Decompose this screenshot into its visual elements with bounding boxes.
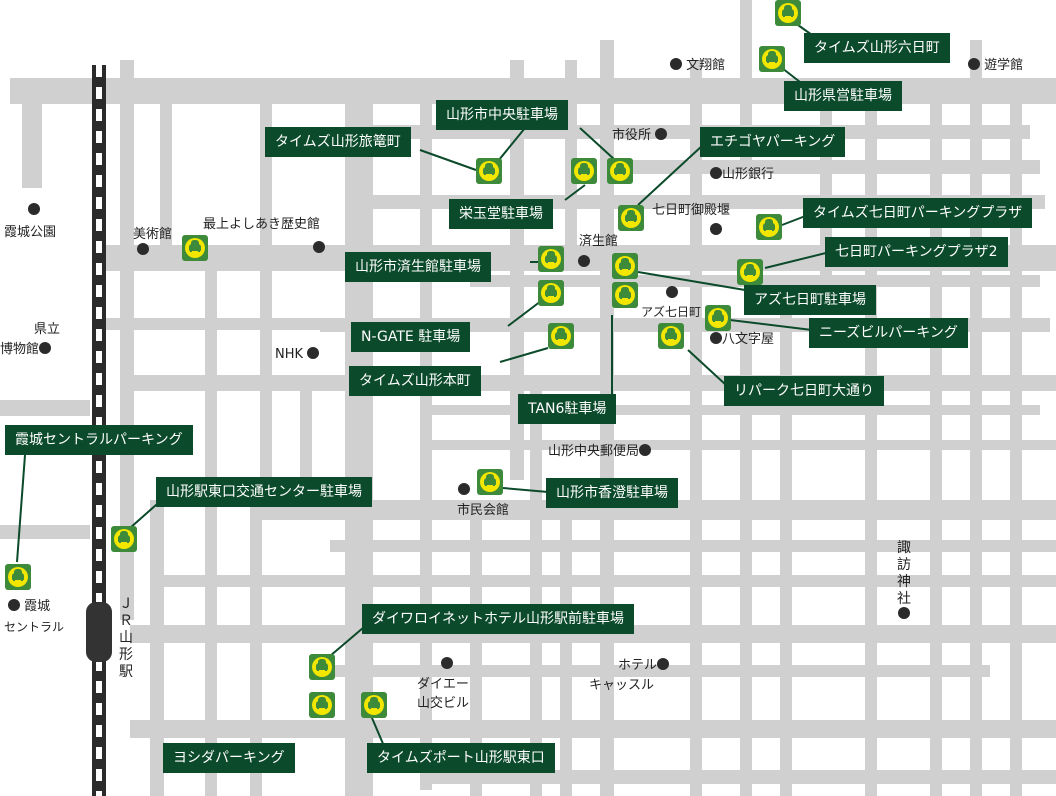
landmark-az-nanokamachi: アズ七日町	[641, 305, 702, 319]
landmark-dot	[28, 203, 40, 215]
parking-label-echigoya[interactable]: エチゴヤパーキング	[700, 127, 846, 157]
parking-label-saiseikan[interactable]: 山形市済生館駐車場	[345, 252, 491, 282]
parking-label-times-nanokamachi-plaza[interactable]: タイムズ七日町パーキングプラザ	[803, 198, 1033, 228]
landmark-dot	[710, 167, 722, 179]
landmark-dot	[39, 342, 52, 354]
parking-label-times-honcho[interactable]: タイムズ山形本町	[349, 366, 481, 396]
landmark-shimin-kaikan-dot	[458, 483, 470, 499]
landmark-dot	[657, 658, 670, 670]
parking-label-times-hatagomachi[interactable]: タイムズ山形旅篭町	[265, 127, 411, 157]
landmark-dot	[898, 607, 910, 619]
parking-icon[interactable]	[477, 469, 503, 495]
parking-label-n-gate[interactable]: N-GATE 駐車場	[351, 322, 471, 352]
parking-label-daiwa-roynet[interactable]: ダイワロイネットホテル山形駅前駐車場	[362, 604, 634, 634]
parking-icon[interactable]	[607, 158, 633, 184]
landmark-dot	[968, 58, 980, 70]
landmark-kajo-koen: 霞城公園	[4, 225, 57, 240]
landmark-dot	[710, 332, 722, 344]
parking-icon[interactable]	[538, 246, 564, 272]
parking-icon[interactable]	[548, 323, 574, 349]
landmark-daiei-line1: ダイエー	[417, 677, 469, 692]
parking-icon[interactable]	[309, 692, 335, 718]
landmark-dot	[313, 241, 325, 253]
landmark-hotel-castle-line1: ホテル	[618, 658, 670, 674]
parking-icon[interactable]	[612, 253, 638, 279]
landmark-kajo-central-line1: 霞城	[8, 599, 50, 615]
parking-icon[interactable]	[775, 0, 801, 26]
parking-icon[interactable]	[182, 235, 208, 261]
parking-icon[interactable]	[538, 280, 564, 306]
landmark-shiyakusho: 市役所	[612, 128, 668, 144]
parking-icon[interactable]	[361, 692, 387, 718]
parking-icon[interactable]	[309, 654, 335, 680]
landmark-bunshokan: 文翔館	[670, 58, 725, 74]
parking-label-chuo[interactable]: 山形市中央駐車場	[436, 100, 568, 130]
landmark-mogami-dot	[313, 241, 325, 257]
landmark-mogami-yoshiaki: 最上よしあき歴史館	[203, 217, 321, 232]
landmark-dot	[666, 286, 678, 298]
parking-icon[interactable]	[737, 259, 763, 285]
parking-label-nanokamachi-plaza-2[interactable]: 七日町パーキングプラザ2	[825, 237, 1008, 267]
parking-label-station-east-center[interactable]: 山形駅東口交通センター駐車場	[156, 477, 372, 507]
parking-icon[interactable]	[618, 205, 644, 231]
parking-icon[interactable]	[759, 46, 785, 72]
landmark-suwa-dot	[898, 607, 910, 623]
leader-lines	[16, 24, 831, 747]
parking-icon[interactable]	[571, 158, 597, 184]
parking-label-kasumi[interactable]: 山形市香澄駐車場	[546, 478, 678, 508]
parking-icon[interactable]	[5, 564, 31, 590]
parking-label-kenei[interactable]: 山形県営駐車場	[784, 81, 902, 111]
landmark-daiei-line2: 山交ビル	[417, 696, 470, 711]
parking-label-tan6[interactable]: TAN6駐車場	[518, 394, 617, 424]
landmark-shimin-kaikan: 市民会館	[457, 503, 510, 518]
parking-label-repark-nanokamachi[interactable]: リパーク七日町大通り	[724, 376, 884, 406]
landmark-hotel-castle-line2: キャッスル	[589, 678, 655, 693]
landmark-kenritsu-line1: 県立	[34, 322, 61, 337]
parking-label-needs-building[interactable]: ニーズビルパーキング	[809, 318, 968, 348]
landmark-dot	[458, 483, 470, 495]
landmark-bijutsukan-dot	[137, 243, 149, 259]
landmark-suwa-jinja: 諏訪神社	[897, 540, 911, 607]
parking-icon[interactable]	[111, 526, 137, 552]
landmark-chuo-yubinkyoku: 山形中央郵便局	[548, 444, 652, 460]
landmark-yamagata-ginko: 山形銀行	[710, 167, 774, 183]
landmark-yugakukan: 遊学館	[968, 58, 1023, 74]
landmark-daiei-dot	[441, 657, 453, 673]
landmark-bijutsukan: 美術館	[133, 227, 173, 242]
landmark-saiseikan-dot	[578, 255, 590, 271]
parking-icon[interactable]	[658, 323, 684, 349]
landmark-az-dot	[666, 286, 678, 302]
landmark-dot	[137, 243, 149, 255]
parking-icon[interactable]	[756, 214, 782, 240]
parking-label-times-muikamachi[interactable]: タイムズ山形六日町	[804, 33, 950, 63]
parking-label-kajo-central[interactable]: 霞城セントラルパーキング	[5, 425, 193, 455]
parking-label-times-port-station-east[interactable]: タイムズポート山形駅東口	[367, 743, 555, 773]
landmark-kajo-central-line2: セントラル	[4, 620, 65, 634]
landmark-dot	[578, 255, 590, 267]
landmark-kenritsu-line2: 博物館	[0, 342, 52, 358]
landmark-dot	[670, 58, 682, 70]
parking-icon[interactable]	[612, 282, 638, 308]
parking-icon[interactable]	[476, 158, 502, 184]
parking-label-eigyokudo[interactable]: 栄玉堂駐車場	[449, 199, 553, 229]
landmark-hachimonjiya: 八文字屋	[710, 332, 774, 348]
landmark-saiseikan: 済生館	[579, 234, 619, 249]
parking-label-yoshida[interactable]: ヨシダパーキング	[163, 743, 295, 773]
landmark-dot	[710, 223, 722, 235]
landmark-dot	[639, 444, 652, 456]
landmark-dot	[8, 599, 20, 611]
landmark-dot	[441, 657, 453, 669]
landmark-kajo-koen-dot	[28, 203, 40, 219]
landmark-nhk: NHK	[275, 347, 320, 363]
jr-yamagata-station: ＪＲ山形駅	[119, 596, 133, 680]
landmark-dot	[307, 347, 320, 359]
landmark-gotenzeki-label: 七日町御殿堰	[652, 203, 731, 218]
parking-label-az-nanokamachi[interactable]: アズ七日町駐車場	[744, 285, 876, 315]
parking-icon[interactable]	[705, 305, 731, 331]
landmark-gotenzeki-dot	[710, 223, 722, 239]
landmark-dot	[655, 128, 668, 140]
